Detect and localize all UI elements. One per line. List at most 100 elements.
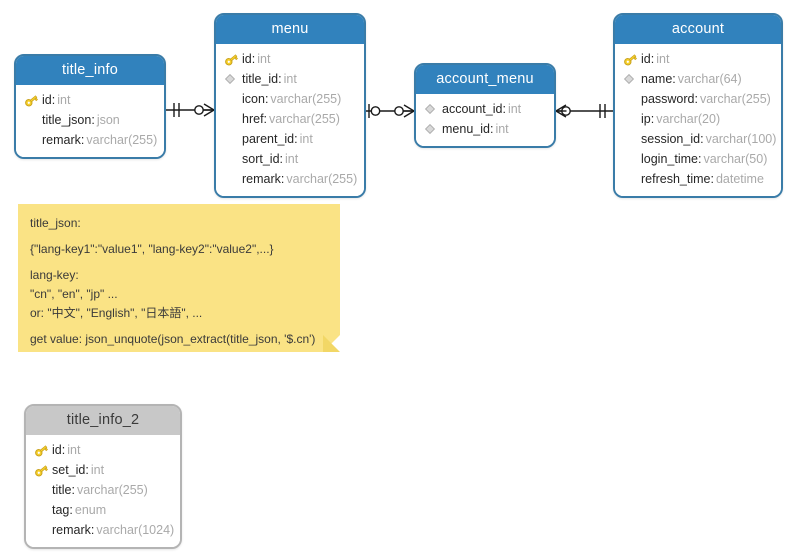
- entity-fields-title_info: id : int title_json : json remark : varc…: [16, 85, 164, 157]
- field-row: id : int: [24, 90, 156, 110]
- relationship-account_menu-account: [555, 104, 613, 118]
- field-row: icon : varchar(255): [224, 89, 356, 109]
- field-name: id: [242, 52, 252, 66]
- field-row: tag : enum: [34, 500, 172, 520]
- field-name: session_id: [641, 132, 701, 146]
- field-type: varchar(50): [703, 152, 768, 166]
- entity-title_info_2[interactable]: title_info_2 id : int: [24, 404, 182, 549]
- field-separator: :: [672, 72, 676, 86]
- blank-icon: [623, 131, 641, 147]
- entity-title-account: account: [615, 15, 781, 44]
- diamond-icon: [424, 101, 442, 117]
- blank-icon: [34, 522, 52, 538]
- note-line: {"lang-key1":"value1", "lang-key2":"valu…: [30, 242, 274, 256]
- field-name: title_id: [242, 72, 279, 86]
- diamond-icon: [224, 71, 242, 87]
- field-type: varchar(1024): [96, 523, 175, 537]
- blank-icon: [24, 132, 42, 148]
- field-name: name: [641, 72, 673, 86]
- key-icon: [224, 51, 242, 67]
- field-row: remark : varchar(255): [224, 169, 358, 189]
- blank-icon: [24, 112, 42, 128]
- field-separator: :: [80, 133, 85, 147]
- field-separator: :: [278, 72, 282, 86]
- field-row: id : int: [34, 440, 172, 460]
- field-type: datetime: [715, 172, 764, 186]
- field-name: ip: [641, 112, 651, 126]
- field-separator: :: [650, 112, 655, 126]
- field-name: title_json: [42, 113, 92, 127]
- field-separator: :: [489, 122, 494, 136]
- field-separator: :: [69, 503, 73, 517]
- field-type: json: [96, 113, 120, 127]
- field-name: id: [641, 52, 651, 66]
- field-type: varchar(64): [677, 72, 742, 86]
- field-type: varchar(255): [76, 483, 148, 497]
- field-type: varchar(255): [270, 92, 342, 106]
- field-separator: :: [251, 52, 256, 66]
- blank-icon: [34, 482, 52, 498]
- field-row: id : int: [623, 49, 773, 69]
- field-row: title_json : json: [24, 110, 156, 130]
- field-name: id: [42, 93, 52, 107]
- field-separator: :: [294, 132, 298, 146]
- note-body: title_json: {"lang-key1":"value1", "lang…: [18, 204, 340, 359]
- field-row: parent_id : int: [224, 129, 356, 149]
- field-name: password: [641, 92, 695, 106]
- field-row: remark : varchar(1024): [34, 520, 175, 540]
- field-separator: :: [697, 152, 702, 166]
- field-row: ip : varchar(20): [623, 109, 773, 129]
- field-type: varchar(255): [269, 112, 340, 126]
- field-type: int: [507, 102, 522, 116]
- blank-icon: [623, 91, 641, 107]
- field-name: refresh_time: [641, 172, 711, 186]
- field-type: int: [90, 463, 105, 477]
- field-separator: :: [91, 113, 95, 127]
- field-separator: :: [280, 172, 285, 186]
- field-name: login_time: [641, 152, 698, 166]
- entity-account_menu[interactable]: account_menu account_id : int menu: [414, 63, 556, 148]
- field-type: int: [57, 93, 71, 107]
- blank-icon: [34, 502, 52, 518]
- entity-fields-account_menu: account_id : int menu_id : int: [416, 94, 554, 146]
- field-name: remark: [42, 133, 81, 147]
- field-name: href: [242, 112, 264, 126]
- note-title_json[interactable]: title_json: {"lang-key1":"value1", "lang…: [18, 204, 340, 352]
- blank-icon: [224, 131, 242, 147]
- note-line: or: "中文", "English", "日本語", ...: [30, 306, 203, 320]
- field-separator: :: [264, 92, 269, 106]
- relationship-title_info-menu: [166, 103, 215, 117]
- field-type: varchar(100): [705, 132, 777, 146]
- field-row: account_id : int: [424, 99, 546, 119]
- field-name: parent_id: [242, 132, 295, 146]
- note-line: title_json:: [30, 216, 81, 230]
- entity-menu[interactable]: menu id : int: [214, 13, 366, 198]
- field-type: varchar(255): [699, 92, 771, 106]
- entity-title-menu: menu: [216, 15, 364, 44]
- blank-icon: [623, 171, 641, 187]
- entity-title-title_info_2: title_info_2: [26, 406, 180, 435]
- entity-title-account_menu: account_menu: [416, 65, 554, 94]
- field-name: sort_id: [242, 152, 280, 166]
- field-row: title_id : int: [224, 69, 356, 89]
- field-row: title : varchar(255): [34, 480, 172, 500]
- field-type: int: [283, 72, 297, 86]
- field-row: menu_id : int: [424, 119, 546, 139]
- field-separator: :: [71, 483, 75, 497]
- field-type: int: [285, 152, 299, 166]
- field-type: int: [299, 132, 313, 146]
- field-type: int: [495, 122, 509, 136]
- entity-title_info[interactable]: title_info id : int: [14, 54, 166, 159]
- blank-icon: [224, 151, 242, 167]
- field-separator: :: [279, 152, 284, 166]
- entity-account[interactable]: account id : int: [613, 13, 783, 198]
- note-line: "cn", "en", "jp" ...: [30, 287, 118, 301]
- field-type: varchar(255): [286, 172, 358, 186]
- field-separator: :: [85, 463, 89, 477]
- field-row: name : varchar(64): [623, 69, 773, 89]
- key-icon: [623, 51, 641, 67]
- field-name: account_id: [442, 102, 503, 116]
- key-icon: [34, 462, 52, 478]
- field-type: int: [257, 52, 271, 66]
- field-separator: :: [61, 443, 66, 457]
